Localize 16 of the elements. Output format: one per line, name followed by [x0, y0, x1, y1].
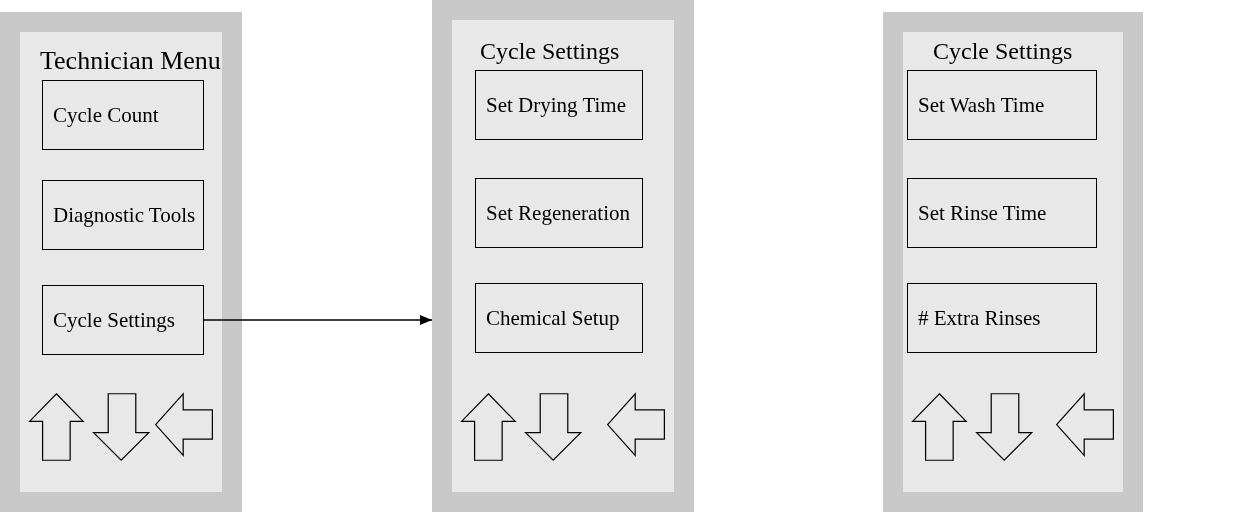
screen-panel: [0, 12, 242, 512]
menu-button: Cycle Settings: [42, 285, 204, 355]
screen-title: Cycle Settings: [480, 38, 620, 65]
menu-button: Set Drying Time: [475, 70, 643, 140]
arrow: [203, 315, 433, 325]
screen-panel: [883, 12, 1143, 512]
screen-title: Cycle Settings: [933, 38, 1073, 65]
menu-button: Chemical Setup: [475, 283, 643, 353]
menu-button: Set Regeneration: [475, 178, 643, 248]
screen-panel: [432, 0, 694, 512]
menu-button: Set Wash Time: [907, 70, 1097, 140]
menu-button: Cycle Count: [42, 80, 204, 150]
menu-button: # Extra Rinses: [907, 283, 1097, 353]
menu-button: Diagnostic Tools: [42, 180, 204, 250]
screen-title: Technician Menu: [40, 46, 221, 76]
menu-button: Set Rinse Time: [907, 178, 1097, 248]
